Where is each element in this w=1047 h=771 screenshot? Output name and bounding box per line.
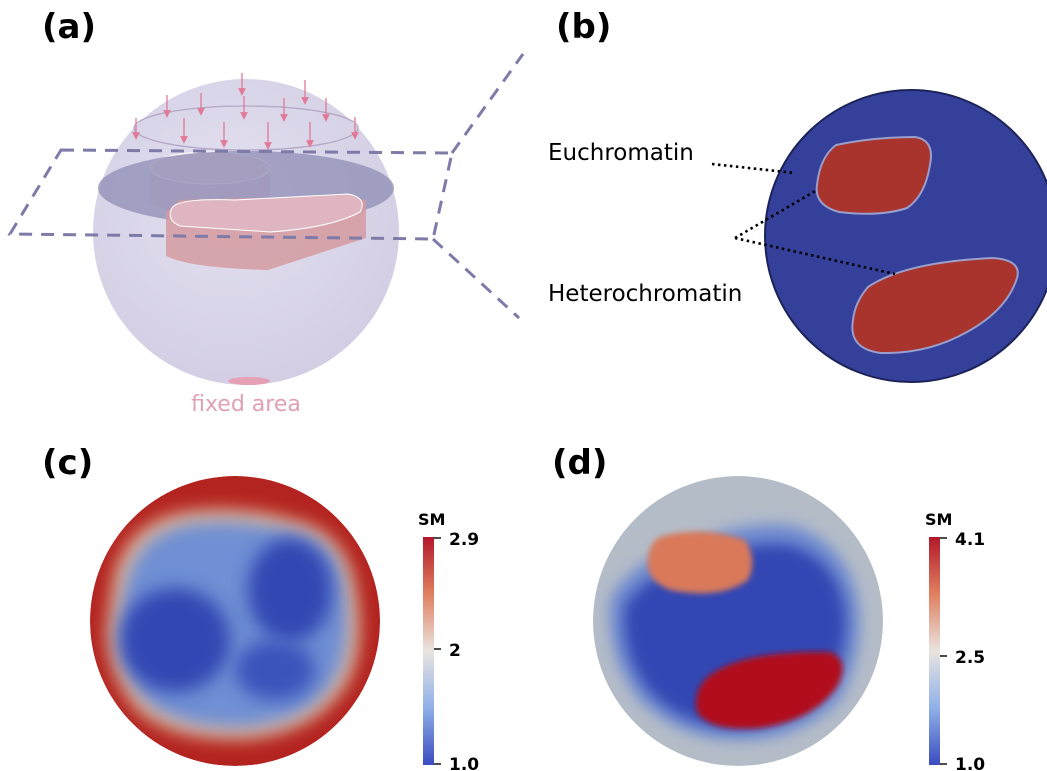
colorbar-d-ticks <box>940 537 947 765</box>
fixed-area-label: fixed area <box>191 392 301 417</box>
colorbar-c-title: SM <box>418 510 445 529</box>
colorbar-c-min: 1.0 <box>449 755 479 771</box>
colorbar-c-ticks <box>434 537 441 765</box>
sm-field-d <box>593 476 883 766</box>
panel-a-schematic: fixed area <box>7 53 525 417</box>
panel-d-label: (d) <box>552 443 608 483</box>
panel-c-label: (c) <box>42 443 94 483</box>
sm-field-c <box>90 476 380 766</box>
colorbar-d-min: 1.0 <box>955 755 985 771</box>
colorbar-d <box>929 537 940 765</box>
section-plane-outline <box>7 53 525 320</box>
colorbar-d-mid: 2.5 <box>955 648 985 668</box>
fixed-area-patch <box>228 377 270 385</box>
panel-b-schematic: Euchromatin Heterochromatin <box>548 89 1047 383</box>
heterochromatin-label: Heterochromatin <box>548 281 742 307</box>
colorbar-c-max: 2.9 <box>449 530 479 550</box>
panel-b-label: (b) <box>556 7 612 47</box>
heterochromatin-prism-3d <box>166 193 366 270</box>
panel-c-map: SM 2.9 2 1.0 <box>90 476 479 771</box>
panel-a-label: (a) <box>42 7 97 47</box>
colorbar-c-mid: 2 <box>449 641 461 661</box>
euchromatin-label: Euchromatin <box>548 140 694 166</box>
colorbar-c <box>423 537 434 765</box>
pressure-arrows <box>132 73 359 150</box>
heterochromatin-region <box>851 256 1019 355</box>
panel-d-map: SM 4.1 2.5 1.0 <box>593 476 985 771</box>
euchromatin-region <box>815 135 932 215</box>
colorbar-d-max: 4.1 <box>955 530 985 550</box>
colorbar-d-title: SM <box>925 510 952 529</box>
leader-lines <box>711 162 896 276</box>
